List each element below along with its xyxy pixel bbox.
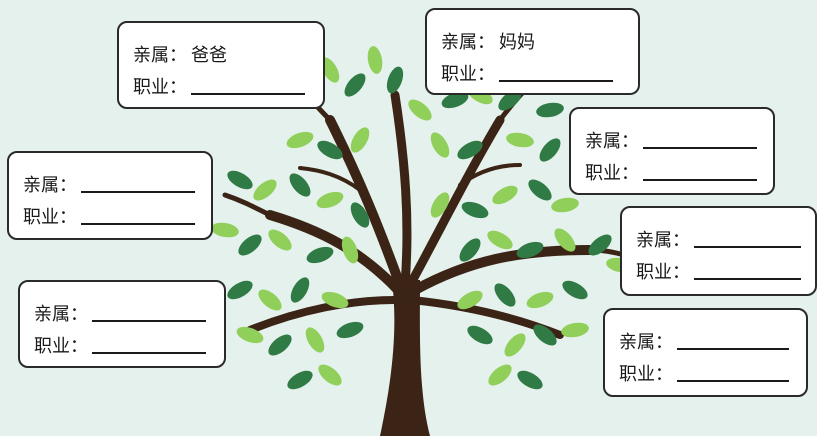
- job-label: 职业: [133, 77, 169, 98]
- relative-card-left-2: 亲属： 职业：: [18, 280, 226, 368]
- colon: ：: [621, 163, 639, 184]
- relative-label: 亲属: [619, 332, 655, 353]
- job-label: 职业: [34, 336, 70, 357]
- job-blank[interactable]: [694, 258, 801, 280]
- colon: ：: [59, 175, 77, 196]
- relative-card-left-1: 亲属： 职业：: [7, 151, 213, 240]
- relative-blank[interactable]: [92, 300, 206, 322]
- relative-row: 亲属：: [23, 165, 197, 197]
- colon: ：: [59, 207, 77, 228]
- job-label: 职业: [23, 207, 59, 228]
- relative-row: 亲属：妈妈: [441, 22, 624, 54]
- job-blank[interactable]: [191, 73, 305, 95]
- job-blank[interactable]: [92, 332, 206, 354]
- relative-label: 亲属: [133, 45, 169, 66]
- tree-trunk: [222, 77, 643, 436]
- job-blank[interactable]: [677, 360, 789, 382]
- relative-label: 亲属: [34, 304, 70, 325]
- colon: ：: [672, 262, 690, 283]
- job-label: 职业: [441, 64, 477, 85]
- relative-row: 亲属：爸爸: [133, 35, 309, 67]
- colon: ：: [477, 32, 495, 53]
- job-blank[interactable]: [643, 159, 757, 181]
- relative-card-right-1: 亲属： 职业：: [569, 107, 775, 195]
- relative-value: 妈妈: [499, 32, 535, 53]
- relative-card-mom: 亲属：妈妈 职业：: [425, 8, 640, 95]
- colon: ：: [672, 230, 690, 251]
- colon: ：: [169, 77, 187, 98]
- colon: ：: [70, 304, 88, 325]
- relative-blank[interactable]: [643, 127, 757, 149]
- relative-label: 亲属: [23, 175, 59, 196]
- relative-label: 亲属: [441, 32, 477, 53]
- relative-blank[interactable]: [81, 171, 195, 193]
- colon: ：: [169, 45, 187, 66]
- job-row: 职业：: [23, 197, 197, 229]
- job-row: 职业：: [133, 67, 309, 99]
- job-row: 职业：: [441, 54, 624, 86]
- job-row: 职业：: [619, 354, 792, 386]
- job-row: 职业：: [34, 326, 210, 358]
- colon: ：: [621, 131, 639, 152]
- relative-row: 亲属：: [636, 220, 801, 252]
- colon: ：: [477, 64, 495, 85]
- tree-leaves: [211, 46, 634, 390]
- job-label: 职业: [585, 163, 621, 184]
- relative-row: 亲属：: [619, 322, 792, 354]
- relative-row: 亲属：: [34, 294, 210, 326]
- job-blank[interactable]: [499, 60, 613, 82]
- relative-value: 爸爸: [191, 45, 227, 66]
- relative-label: 亲属: [585, 131, 621, 152]
- colon: ：: [655, 332, 673, 353]
- relative-blank[interactable]: [677, 328, 789, 350]
- relative-label: 亲属: [636, 230, 672, 251]
- job-label: 职业: [636, 262, 672, 283]
- job-label: 职业: [619, 364, 655, 385]
- relative-card-right-2: 亲属： 职业：: [620, 206, 817, 296]
- colon: ：: [70, 336, 88, 357]
- colon: ：: [655, 364, 673, 385]
- job-row: 职业：: [585, 153, 759, 185]
- relative-row: 亲属：: [585, 121, 759, 153]
- relative-blank[interactable]: [694, 226, 801, 248]
- job-row: 职业：: [636, 252, 801, 284]
- relative-card-dad: 亲属：爸爸 职业：: [117, 21, 325, 109]
- relative-card-right-3: 亲属： 职业：: [603, 308, 808, 397]
- job-blank[interactable]: [81, 203, 195, 225]
